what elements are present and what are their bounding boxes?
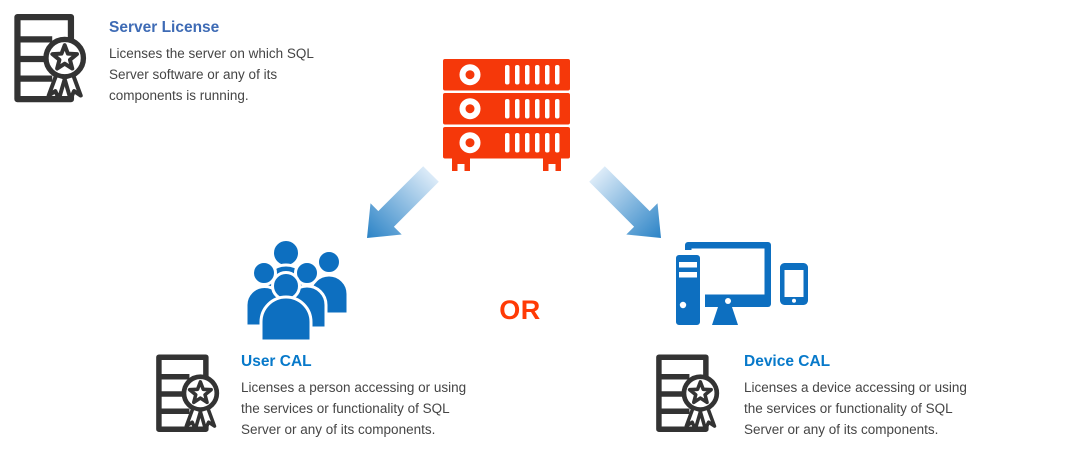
certificate-icon <box>13 13 95 105</box>
server-license-section: Server License Licenses the server on wh… <box>13 13 324 106</box>
certificate-icon <box>155 350 227 438</box>
user-cal-title: User CAL <box>241 353 312 370</box>
server-license-description: Licenses the server on which SQL Server … <box>109 46 314 103</box>
certificate-icon <box>655 350 727 438</box>
tower-pc-icon <box>671 250 705 330</box>
arrow-down-left-icon <box>367 166 439 238</box>
monitor-stand <box>712 307 738 325</box>
device-cal-description: Licenses a device accessing or using the… <box>744 380 967 437</box>
arrow-down-right-icon <box>589 166 661 238</box>
user-cal-section: User CAL Licenses a person accessing or … <box>155 350 491 440</box>
device-cal-title: Device CAL <box>744 353 831 370</box>
desktop-monitor-phone-icon <box>671 242 808 330</box>
device-cal-section: Device CAL Licenses a device accessing o… <box>655 350 994 440</box>
or-label: OR <box>499 295 541 325</box>
server-rack-icon <box>443 59 570 171</box>
user-cal-description: Licenses a person accessing or using the… <box>241 380 467 437</box>
user-group-icon <box>246 238 350 342</box>
server-license-title: Server License <box>109 19 220 36</box>
